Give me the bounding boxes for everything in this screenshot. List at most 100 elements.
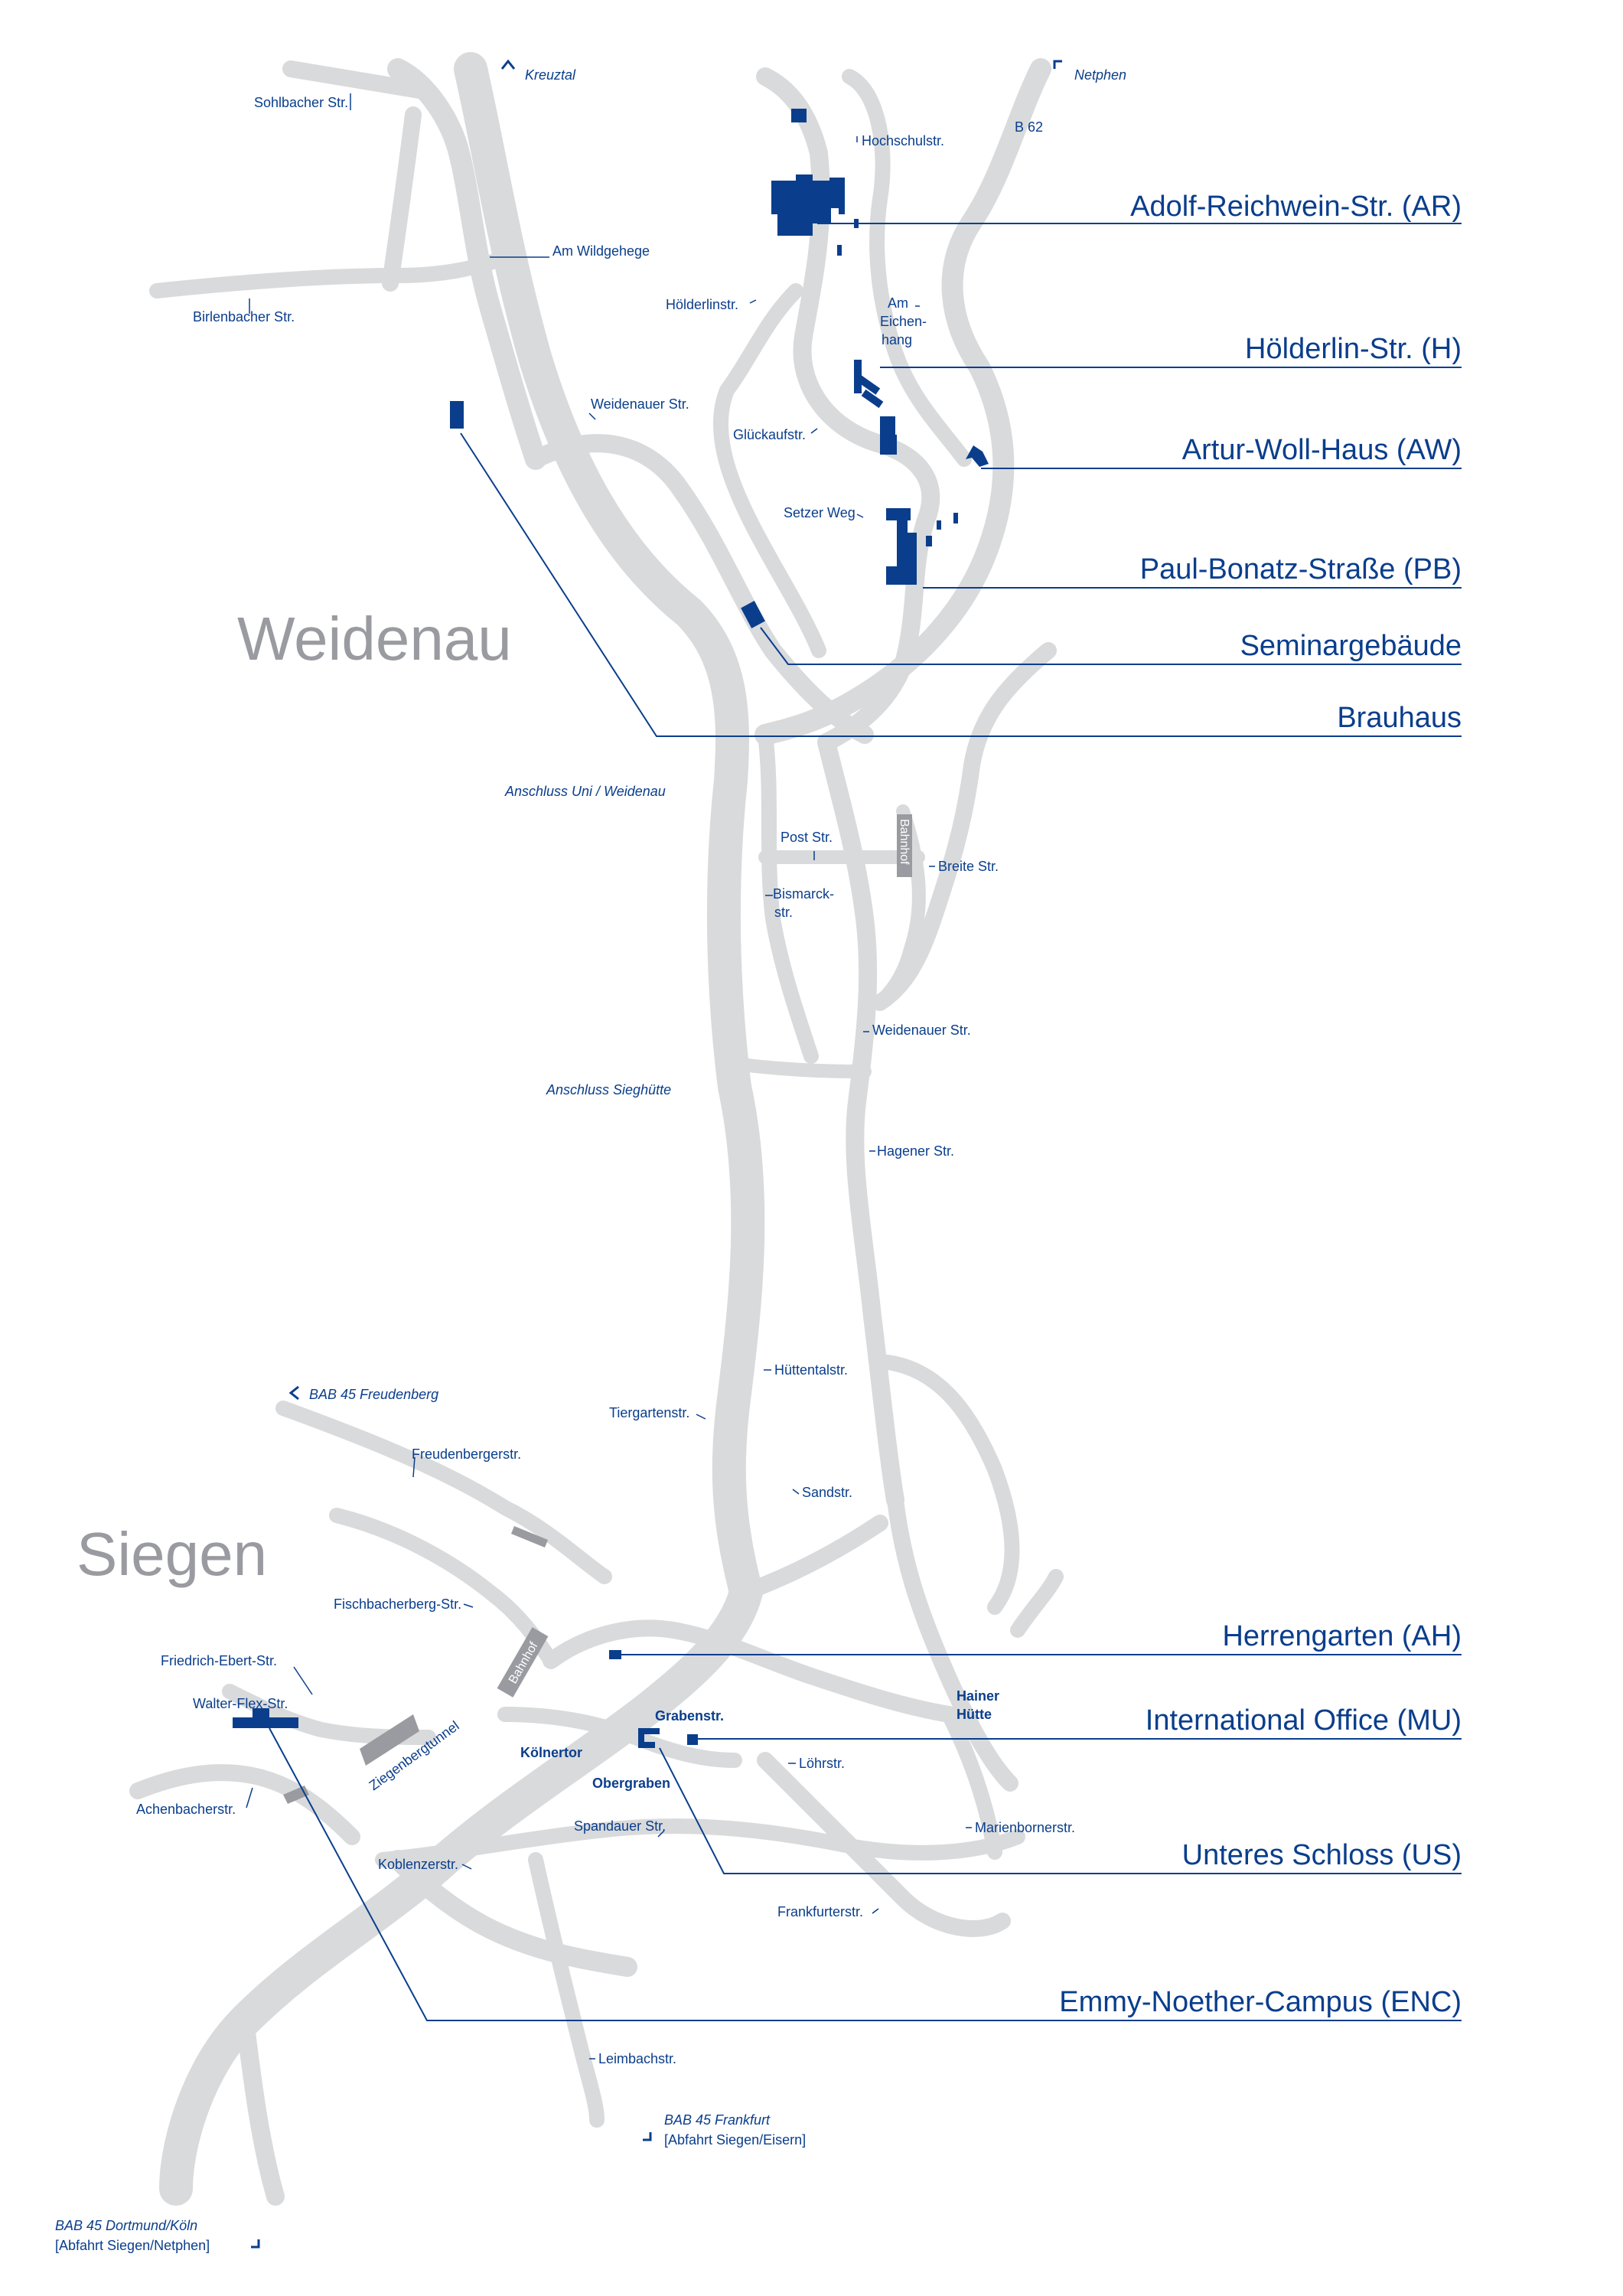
campus-leaders [269,223,1462,2021]
street-weidenauer-top: Weidenauer Str. [591,396,689,412]
street-anschluss-uni: Anschluss Uni / Weidenau [504,784,666,799]
direction-abfahrt-netphen: [Abfahrt Siegen/Netphen] [55,2238,210,2253]
street-setzer-weg: Setzer Weg [784,505,855,520]
building-seminar [741,601,765,628]
arrow-up-icon [500,59,516,70]
street-spandauer: Spandauer Str. [574,1818,666,1834]
building-aw [966,445,989,467]
street-glueckaufstr: Glückaufstr. [733,427,806,442]
arrow-left-icon [288,1385,299,1401]
campus-label-pb[interactable]: Paul-Bonatz-Straße (PB) [1140,553,1462,585]
birlenbacher-road [149,253,505,298]
street-birlenbacher: Birlenbacher Str. [193,309,295,325]
spandauer-road [375,1818,1025,1867]
sohlbacher-road [282,60,437,292]
street-loehrstr: Löhrstr. [799,1756,845,1771]
weidenau-cross [728,1057,872,1078]
upper-west-road [387,58,546,470]
station-box-siegen [497,1627,549,1698]
ziegenbergtunnel-band [360,1714,419,1766]
koblenzer-road [388,1850,637,1977]
town-siegen: Siegen [77,1520,267,1588]
street-post: Post Str. [781,830,833,845]
hochschul-road [712,283,826,658]
eichenhang-road [842,69,972,467]
station-siegen: Bahnhof [497,1627,549,1698]
building-mu [687,1734,698,1745]
street-walter-flex: Walter-Flex-Str. [193,1696,288,1711]
direction-bab45-frankfurt: BAB 45 Frankfurt [664,2112,771,2128]
leader-seminar [760,627,1462,665]
station-box-weidenau [897,814,912,877]
direction-bab45-freudenberg: BAB 45 Freudenberg [309,1387,438,1402]
street-bismarck-1: Bismarck- [773,886,834,902]
campus-label-aw[interactable]: Artur-Woll-Haus (AW) [1182,434,1462,466]
leader-enc [269,1727,1462,2021]
street-grabenstr: Grabenstr. [655,1708,724,1724]
arrow-northwest-icon [1053,60,1062,69]
sand-road [738,1492,1018,1792]
weidenau-west-street [758,727,819,1064]
street-frankfurterstr: Frankfurterstr. [777,1904,863,1919]
campus-label-seminar[interactable]: Seminargebäude [1240,630,1462,662]
station-weidenau: Bahnhof [897,814,912,877]
street-anschluss-sieghuette: Anschluss Sieghütte [546,1082,671,1097]
uni-hill-road [756,67,940,752]
street-leimbachstr: Leimbachstr. [598,2051,676,2066]
weidenau-main-street [817,733,904,1509]
building-pb [886,508,958,585]
campus-label-ah[interactable]: Herrengarten (AH) [1222,1620,1462,1652]
street-ticks [246,93,972,2060]
campus-label-enc[interactable]: Emmy-Noether-Campus (ENC) [1059,1986,1462,2018]
leader-brauhaus [460,432,1462,737]
street-achenbacherstr: Achenbacherstr. [136,1802,236,1817]
southwest-road [236,2011,285,2206]
street-am-eichenhang-1: Am [888,295,908,311]
street-labels: Sohlbacher Str. Am Wildgehege Birlenbach… [136,95,1075,2066]
direction-netphen: Netphen [1074,67,1126,83]
street-marienborner: Marienbornerstr. [975,1820,1075,1835]
street-hagener: Hagener Str. [877,1143,954,1159]
campus-label-brauhaus[interactable]: Brauhaus [1337,702,1462,734]
street-fischbacherberg: Fischbacherberg-Str. [334,1596,461,1612]
building-h [854,360,897,455]
direction-kreuztal: Kreuztal [525,67,576,83]
direction-bab45-dortmund: BAB 45 Dortmund/Köln [55,2218,197,2233]
building-ar [771,109,859,256]
hainer-road [880,1355,1020,1615]
campus-label-h[interactable]: Hölderlin-Str. (H) [1245,333,1462,365]
direction-arrows [251,59,1062,2249]
leader-us [659,1747,1462,1874]
campus-buildings [233,109,989,1748]
main-valley-road [159,52,765,2206]
street-freudenbergerstr: Freudenbergerstr. [412,1446,521,1462]
building-brauhaus [450,401,464,429]
street-hoelderlinstr: Hölderlinstr. [666,297,738,312]
koelnertor-road [497,1707,742,1768]
fischbacher-road [329,1508,559,1668]
campus-label-mu[interactable]: International Office (MU) [1146,1704,1462,1737]
street-am-eichenhang-2: Eichen- [880,314,927,329]
street-sohlbacher: Sohlbacher Str. [254,95,348,110]
building-us [638,1728,660,1748]
arrow-southwest-icon-dortmund [251,2239,260,2249]
arrow-southwest-icon-frankfurt [643,2132,652,2141]
road-network [129,52,1064,2206]
street-hainer-1: Hainer [957,1688,999,1704]
street-koblenzerstr: Koblenzerstr. [378,1857,458,1872]
building-ah [609,1650,621,1659]
b62-road [754,58,1051,745]
campus-label-us[interactable]: Unteres Schloss (US) [1182,1839,1462,1871]
east-crossing-road [872,642,1057,1011]
marienborner-road [941,1569,1064,1860]
station-label-weidenau: Bahnhof [898,819,911,865]
achenbacher-road [129,1764,360,1845]
city-ring-road [543,1619,957,1723]
street-breite: Breite Str. [938,859,999,874]
direction-abfahrt-eisern: [Abfahrt Siegen/Eisern] [664,2132,806,2148]
street-tiergartenstr: Tiergartenstr. [609,1405,689,1420]
street-friedrich-ebert: Friedrich-Ebert-Str. [161,1653,277,1668]
campus-label-ar[interactable]: Adolf-Reichwein-Str. (AR) [1130,191,1462,223]
